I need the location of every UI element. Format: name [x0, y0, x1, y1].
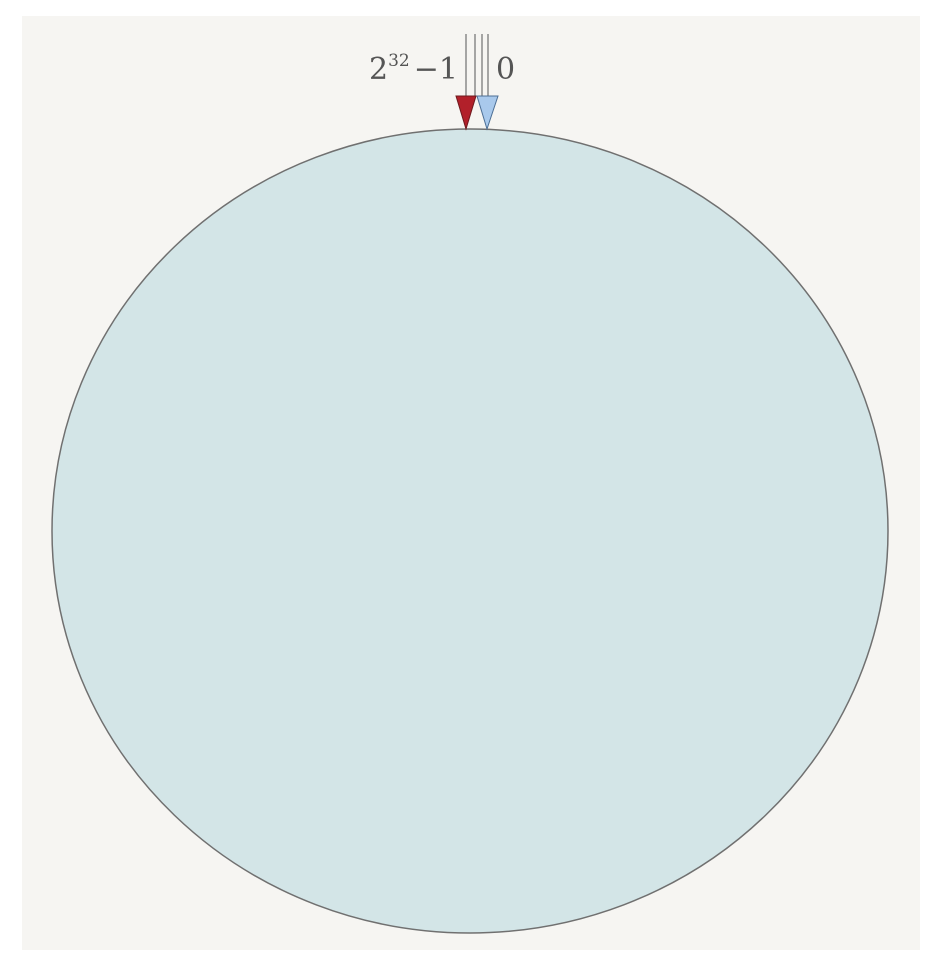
max-label-exponent: 32 [388, 51, 410, 71]
hash-ring [51, 128, 889, 934]
zero-value-marker [476, 95, 499, 131]
max-label-base: 2 [369, 52, 388, 87]
zero-value-label: 0 [496, 52, 515, 87]
max-value-label: 232−1 [369, 51, 458, 87]
max-value-marker [455, 95, 477, 131]
max-label-suffix: −1 [414, 52, 458, 87]
